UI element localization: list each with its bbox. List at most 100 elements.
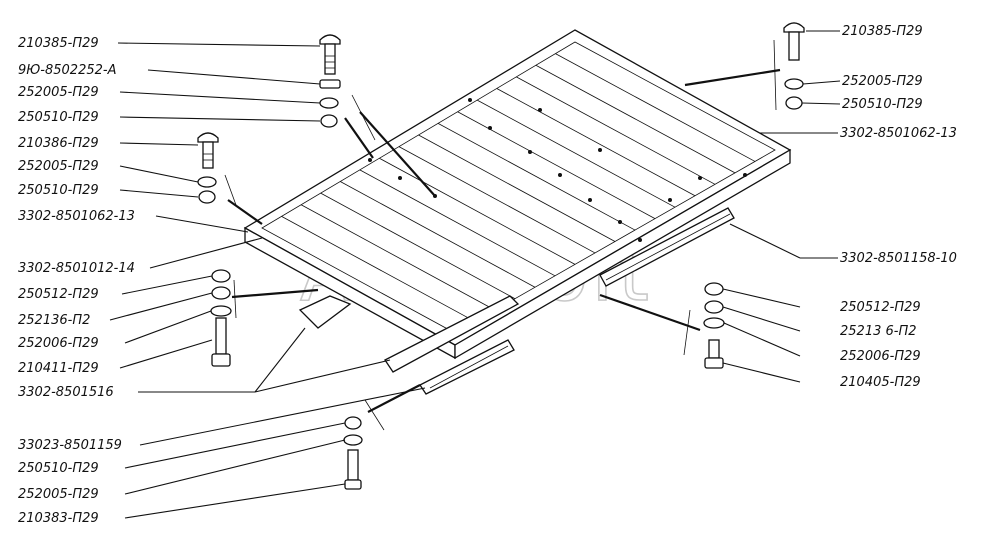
- label-250512-right: 250512-П29: [840, 300, 921, 315]
- label-250510-bottom: 250510-П29: [18, 461, 99, 476]
- label-252005-mid-left: 252005-П29: [18, 159, 99, 174]
- nut-250510-top-right: [785, 96, 803, 110]
- cut-line-2: [224, 174, 237, 206]
- axis-top-left-a: [344, 117, 374, 159]
- axis-top-left-b: [359, 111, 436, 197]
- nut-250510-mid-left: [198, 190, 216, 204]
- floor-hole: [558, 173, 562, 177]
- bolt-210383: [344, 449, 362, 490]
- label-210411: 210411-П29: [18, 361, 99, 376]
- label-252005-top-right: 252005-П29: [842, 74, 923, 89]
- clip-9u-8502252: [319, 79, 341, 89]
- axis-top-right: [684, 68, 781, 87]
- washer-252005-top-left: [319, 97, 339, 109]
- washer-252136-left: [211, 286, 231, 300]
- floor-inner-border: [261, 41, 776, 334]
- floor-hole: [668, 198, 672, 202]
- beam-front: [384, 295, 520, 373]
- label-210385-top-left: 210385-П29: [18, 36, 99, 51]
- floor-board-line: [516, 76, 716, 185]
- label-250510-top-left: 250510-П29: [18, 110, 99, 125]
- floor-board-line: [555, 53, 756, 162]
- floor-board-line: [398, 146, 596, 254]
- label-252005-bottom: 252005-П29: [18, 487, 99, 502]
- floor-hole: [698, 176, 702, 180]
- bolt-210405: [704, 339, 724, 369]
- nut-250512-left: [211, 269, 231, 283]
- label-252136-left: 252136-П2: [18, 313, 90, 328]
- floor-holes: [368, 98, 747, 242]
- label-210385-top-right: 210385-П29: [842, 24, 923, 39]
- floor-board-line: [496, 88, 696, 197]
- washer-252005-mid-left: [197, 176, 217, 188]
- floor-hole: [538, 108, 542, 112]
- floor-hole: [638, 238, 642, 242]
- label-210386: 210386-П29: [18, 136, 99, 151]
- washer-252006-left: [210, 305, 232, 317]
- floor-hole: [368, 158, 372, 162]
- nut-250510-top-left: [320, 114, 338, 128]
- label-3302-8501158-10: 3302-8501158-10: [840, 251, 957, 266]
- floor-board-line: [359, 169, 556, 277]
- washer-252005-top-right: [784, 78, 804, 90]
- beam-right: [599, 207, 735, 287]
- floor-board-line: [281, 216, 476, 322]
- bolt-210386: [197, 132, 219, 169]
- floor-board-line: [418, 134, 616, 242]
- label-252005-top-left: 252005-П29: [18, 85, 99, 100]
- bolt-210385-right: [783, 22, 805, 61]
- platform-floor: [243, 29, 792, 360]
- floor-right-side: [454, 148, 791, 360]
- bolt-210411: [211, 317, 231, 367]
- floor-board-line: [320, 192, 516, 300]
- cut-line-4: [364, 399, 385, 431]
- label-3302-8501062-13-left: 3302-8501062-13: [18, 209, 135, 224]
- label-210383: 210383-П29: [18, 511, 99, 526]
- floor-hole: [598, 148, 602, 152]
- bolt-210385-left: [319, 34, 341, 75]
- washer-252005-bottom: [343, 434, 363, 446]
- beam-right-edge: [605, 213, 731, 281]
- beam-left-bracket: [298, 295, 352, 329]
- cut-line-6: [773, 39, 777, 111]
- label-3302-8501516: 3302-8501516: [18, 385, 114, 400]
- axis-right-stack: [599, 293, 701, 332]
- cut-line-3: [233, 279, 237, 319]
- floor-boards: [281, 53, 756, 322]
- label-252006-left: 252006-П29: [18, 336, 99, 351]
- part-labels: 210385-П29 9Ю-8502252-А 252005-П29 25051…: [18, 24, 957, 526]
- cut-line-5: [683, 309, 691, 356]
- label-9u-8502252-a: 9Ю-8502252-А: [18, 63, 116, 78]
- cross-beams: [298, 207, 735, 395]
- label-3302-8501012-14: 3302-8501012-14: [18, 261, 135, 276]
- label-250512-left: 250512-П29: [18, 287, 99, 302]
- floor-hole: [743, 173, 747, 177]
- label-252136-right: 25213 6-П2: [840, 324, 917, 339]
- washer-252136-right: [704, 300, 724, 314]
- beam-lower-edge: [429, 345, 509, 389]
- label-250510-top-right: 250510-П29: [842, 97, 923, 112]
- label-3302-8501062-13-right: 3302-8501062-13: [840, 126, 957, 141]
- label-252006-right: 252006-П29: [840, 349, 921, 364]
- axis-left-stack: [231, 288, 319, 299]
- nut-250510-bottom: [344, 416, 362, 430]
- washer-252006-right: [703, 317, 725, 329]
- floor-hole: [618, 220, 622, 224]
- floor-hole: [468, 98, 472, 102]
- label-210405: 210405-П29: [840, 375, 921, 390]
- axis-bottom: [367, 384, 421, 413]
- floor-hole: [588, 198, 592, 202]
- nut-250512-right: [704, 282, 724, 296]
- label-33023-8501159: 33023-8501159: [18, 438, 122, 453]
- floor-board-line: [340, 181, 536, 288]
- floor-board-line: [437, 123, 636, 231]
- assembly-axes: [224, 39, 781, 431]
- floor-board-line: [379, 157, 576, 265]
- leader-lines: [109, 30, 841, 519]
- floor-hole: [528, 150, 532, 154]
- floor-hole: [398, 176, 402, 180]
- axis-mid-left: [227, 199, 263, 225]
- floor-board-line: [300, 204, 496, 311]
